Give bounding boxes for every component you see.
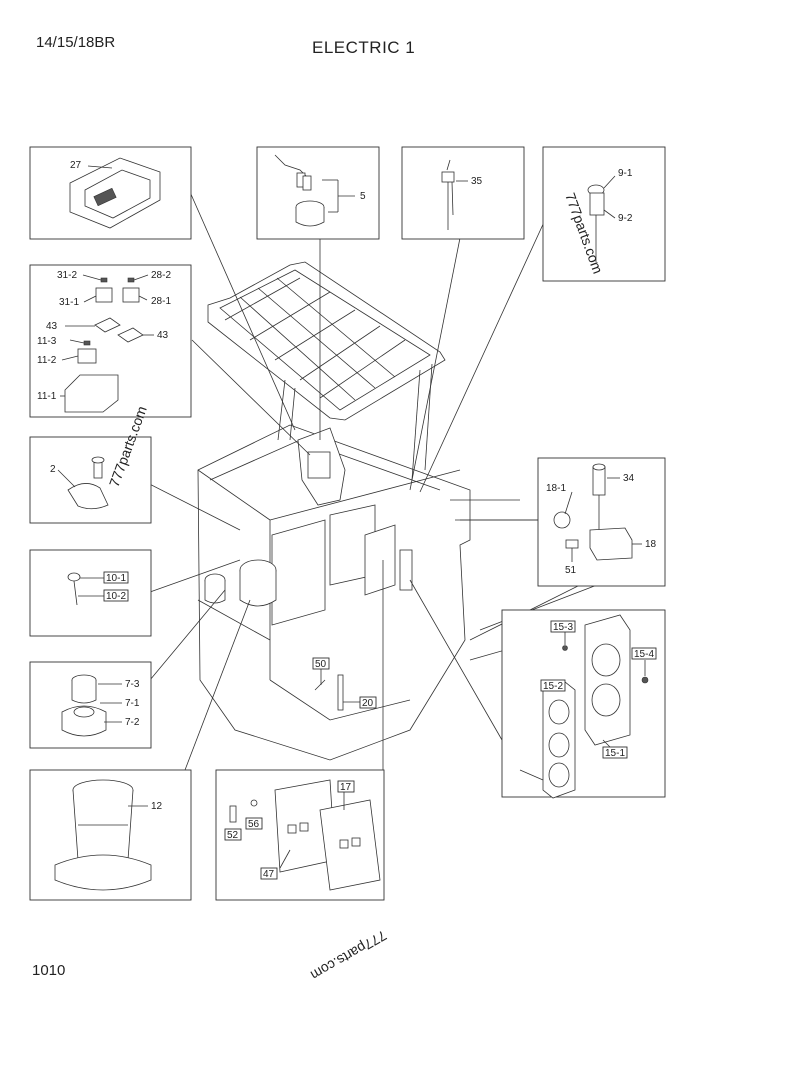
detail-box-15: 15-3 15-4 15-2 15-1 (501, 609, 666, 799)
callout-7-3: 7-3 (125, 679, 140, 690)
callout-18: 18 (645, 539, 657, 550)
callout-50: 50 (315, 659, 327, 670)
detail-box-9: 9-1 9-2 (542, 146, 666, 282)
detail-box-18: 34 18-1 18 51 (537, 457, 666, 587)
callout-15-1: 15-1 (605, 748, 625, 759)
callout-10-1: 10-1 (106, 573, 126, 584)
callout-20: 20 (362, 698, 374, 709)
page-title: ELECTRIC 1 (312, 38, 416, 57)
callout-7-1: 7-1 (125, 698, 140, 709)
detail-box-12: 12 (29, 769, 192, 901)
callout-51: 51 (565, 565, 577, 576)
callout-43-left: 43 (46, 321, 58, 332)
callout-27: 27 (70, 160, 82, 171)
callout-2: 2 (50, 464, 56, 475)
callout-9-1: 9-1 (618, 168, 633, 179)
watermark-3: 777parts.com (308, 927, 389, 983)
detail-box-27: 27 (29, 146, 192, 240)
callout-43-right: 43 (157, 330, 169, 341)
detail-box-10: 10-1 10-2 (29, 549, 152, 637)
body-callouts: 50 20 (312, 657, 377, 709)
callout-31-1: 31-1 (59, 297, 79, 308)
detail-box-17: 17 52 56 47 (215, 769, 385, 901)
callout-34: 34 (623, 473, 635, 484)
callout-35: 35 (471, 176, 483, 187)
callout-10-2: 10-2 (106, 591, 126, 602)
page-number: 1010 (32, 962, 66, 979)
callout-5: 5 (360, 191, 366, 202)
detail-box-11-28-31-43: 31-2 28-2 31-1 28-1 43 43 11-3 11-2 11-1 (29, 264, 192, 418)
callout-17: 17 (340, 782, 352, 793)
detail-box-7: 7-3 7-1 7-2 (29, 661, 152, 749)
callout-52: 52 (227, 830, 239, 841)
callout-11-2: 11-2 (37, 355, 57, 366)
callout-18-1: 18-1 (546, 483, 566, 494)
callout-12: 12 (151, 801, 163, 812)
callout-28-2: 28-2 (151, 270, 171, 281)
callout-47: 47 (263, 869, 275, 880)
detail-box-2: 2 (29, 436, 152, 524)
detail-box-35: 35 (401, 146, 525, 240)
callout-7-2: 7-2 (125, 717, 140, 728)
callout-15-2: 15-2 (543, 681, 563, 692)
callout-15-4: 15-4 (634, 649, 654, 660)
detail-box-5: 5 (256, 146, 380, 240)
model-number: 14/15/18BR (36, 34, 116, 51)
callout-31-2: 31-2 (57, 270, 77, 281)
callout-28-1: 28-1 (151, 296, 171, 307)
callout-11-3: 11-3 (37, 336, 57, 347)
callout-9-2: 9-2 (618, 213, 633, 224)
callout-56: 56 (248, 819, 260, 830)
truck-body-drawing (197, 261, 611, 761)
leader-lines (121, 191, 546, 771)
callout-15-3: 15-3 (553, 622, 573, 633)
callout-11-1: 11-1 (37, 391, 57, 402)
